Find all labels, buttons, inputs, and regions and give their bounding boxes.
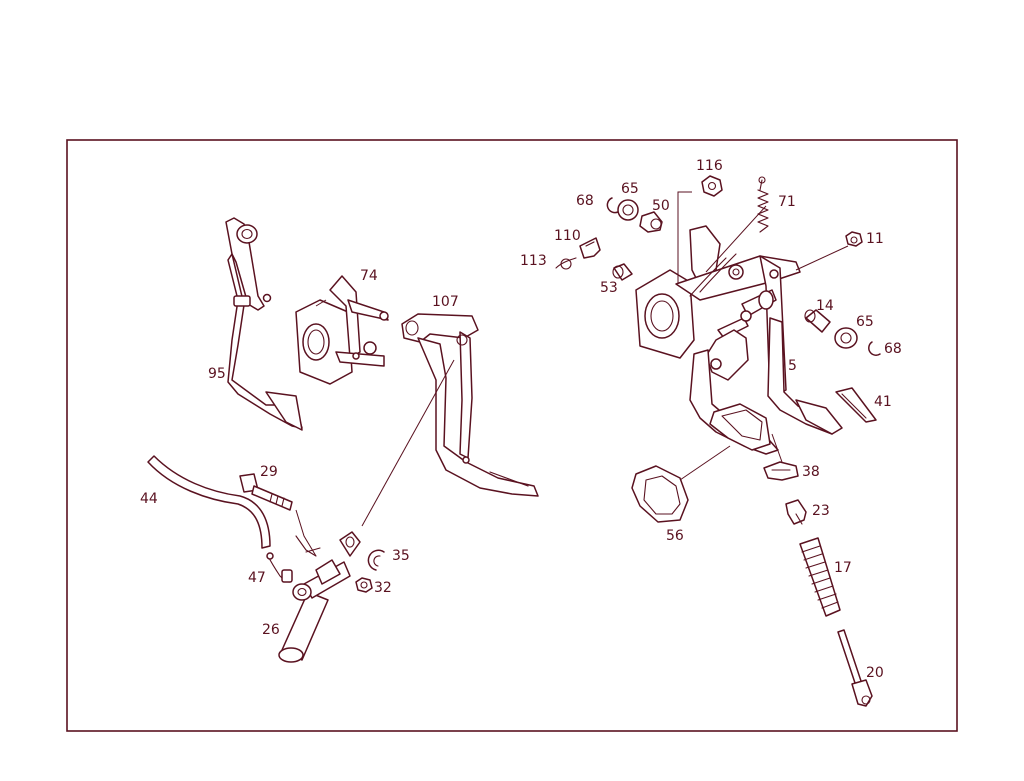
pad-41[interactable] [835,387,877,423]
fitting-47[interactable] [266,552,293,583]
callout-68-right: 68 [884,341,902,357]
callout-41: 41 [874,394,892,410]
callout-38: 38 [802,464,820,480]
callout-20: 20 [866,665,884,681]
callout-47: 47 [248,570,266,586]
callout-68: 68 [576,193,594,209]
callout-116: 116 [696,158,723,174]
callout-107: 107 [432,294,459,310]
callout-35: 35 [392,548,410,564]
callout-65: 65 [621,181,639,197]
callout-65-right: 65 [856,314,874,330]
callout-17: 17 [834,560,852,576]
pedal-pad-56[interactable] [631,465,689,523]
clip-68-top[interactable] [606,197,619,214]
callout-56: 56 [666,528,684,544]
clip-ring-35[interactable] [367,549,385,571]
callout-53: 53 [600,280,618,296]
pin-113[interactable] [555,257,577,270]
pedal-assembly-5[interactable] [635,225,843,455]
callout-23: 23 [812,503,830,519]
callout-50: 50 [652,198,670,214]
diagram-frame [66,139,958,732]
nut-11[interactable] [845,231,863,247]
pedal-107[interactable] [401,313,539,497]
callout-32: 32 [374,580,392,596]
nut-32[interactable] [355,577,373,593]
bolt-29[interactable] [239,473,293,511]
clip-68-right[interactable] [868,341,881,356]
bushing-53[interactable] [612,263,633,281]
callout-29: 29 [260,464,278,480]
callout-labels: 116 68 65 50 71 110 11 113 53 74 107 14 … [140,158,902,681]
switch-23[interactable] [785,499,807,525]
callout-95: 95 [208,366,226,382]
callout-26: 26 [262,622,280,638]
callout-11: 11 [866,231,884,247]
callout-74: 74 [360,268,378,284]
clip-110[interactable] [579,237,601,259]
leader-lines [295,191,849,557]
master-cylinder-26[interactable] [278,531,361,663]
washer-65-right[interactable] [834,327,858,349]
callout-113: 113 [520,253,547,269]
nut-116[interactable] [701,175,723,197]
pedal-95[interactable] [225,217,303,431]
washer-65-top[interactable] [617,199,639,221]
bellows-17[interactable] [799,537,841,617]
callout-71: 71 [778,194,796,210]
hose-44[interactable] [147,455,271,549]
rod-20[interactable] [837,629,873,707]
callout-5: 5 [788,358,797,374]
bushing-50[interactable] [639,211,663,233]
callout-14: 14 [816,298,834,314]
spring-71[interactable] [757,176,769,233]
callout-44: 44 [140,491,158,507]
bushing-14[interactable] [804,309,831,333]
bracket-74[interactable] [295,275,389,385]
clip-38[interactable] [763,461,799,481]
callout-110: 110 [554,228,581,244]
